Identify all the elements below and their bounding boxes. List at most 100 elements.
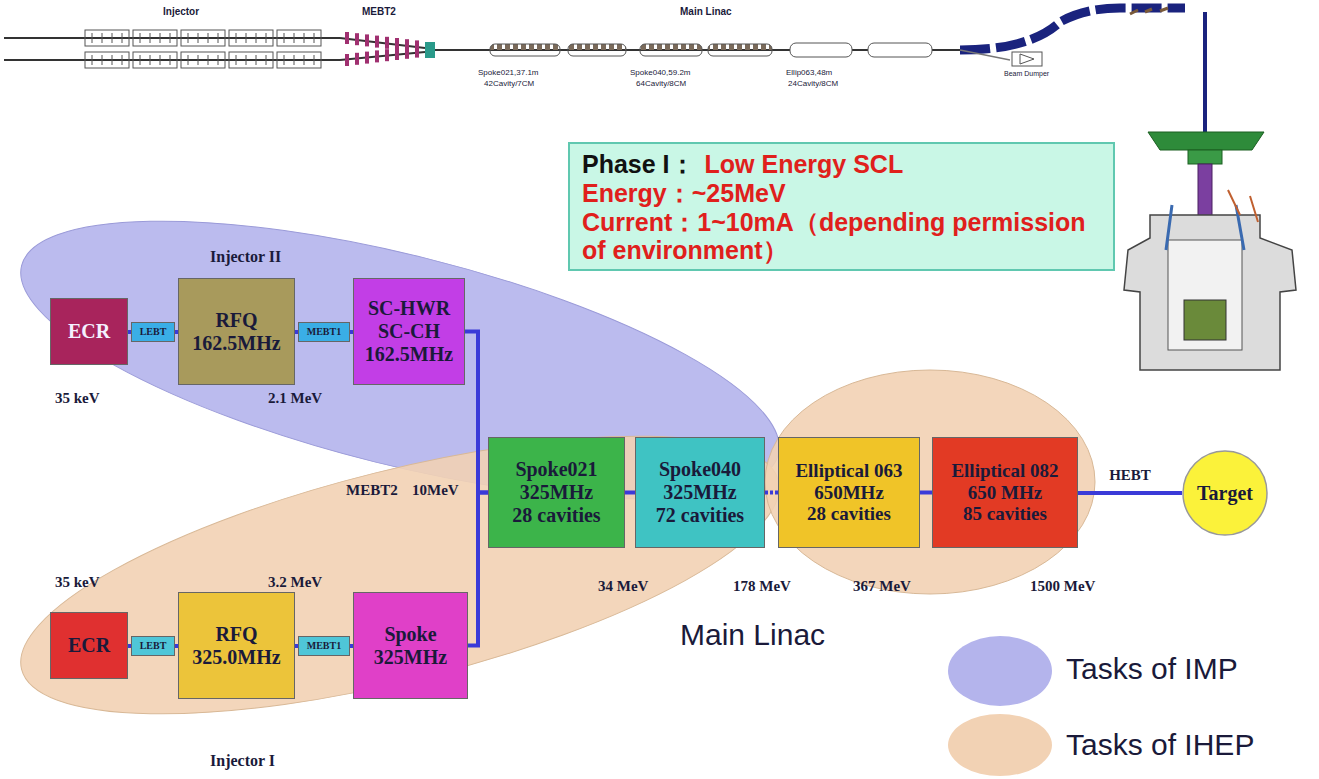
linac-layout <box>405 47 409 59</box>
beam-line <box>765 491 778 495</box>
box-text: Elliptical 082 <box>951 460 1058 482</box>
linac-layout <box>92 55 93 65</box>
box-text: MEBT1 <box>307 640 341 652</box>
linac-layout <box>345 54 349 66</box>
linac-layout <box>375 36 379 48</box>
box-text: SC-CH <box>378 320 440 343</box>
linac-layout <box>112 55 113 65</box>
linac-layout <box>868 43 932 57</box>
linac-layout <box>345 32 349 44</box>
ihep-region <box>0 379 804 771</box>
linac-layout <box>208 55 209 65</box>
linac-layout <box>1203 12 1207 135</box>
beam-line <box>625 491 635 495</box>
box-text: LEBT <box>140 326 167 338</box>
box-text: 85 cavities <box>963 503 1047 525</box>
linac-layout <box>790 43 852 57</box>
linac-layout <box>385 49 389 61</box>
spoke-box: Spoke325MHz <box>353 592 468 699</box>
reactor-illustration <box>1184 300 1226 340</box>
linac-layout <box>294 33 295 43</box>
energy-label: 35 keV <box>55 574 100 591</box>
linac-layout <box>218 55 219 65</box>
legend-text: Tasks of IMP <box>1066 652 1238 686</box>
linac-layout <box>170 55 171 65</box>
linac-layout <box>375 50 379 62</box>
box-text: Spoke040 <box>659 458 741 481</box>
box-text: 325MHz <box>520 481 593 504</box>
linac-layout <box>365 52 369 64</box>
linac-layout <box>102 55 103 65</box>
linac-layout <box>1130 8 1168 14</box>
reactor-illustration <box>1188 150 1222 164</box>
linac-layout <box>266 55 267 65</box>
linac-layout <box>140 33 141 43</box>
linac-layout <box>960 50 1010 60</box>
box-text: Energy：~25MeV <box>582 179 1101 208</box>
box-text: Target <box>1197 482 1253 505</box>
linac-layout <box>277 52 321 68</box>
energy-label: 34 MeV <box>598 578 648 595</box>
phase-box: Phase I：Low Energy SCLEnergy：~25MeVCurre… <box>568 142 1115 271</box>
box-text: 650MHz <box>814 482 884 504</box>
box-text: ECR <box>68 634 110 657</box>
linac-layout <box>229 30 273 46</box>
target-shape <box>1183 451 1267 535</box>
linac-layout <box>4 8 1205 135</box>
linac-layout <box>229 52 273 68</box>
linac-layout <box>340 38 425 60</box>
linac-layout <box>150 33 151 43</box>
box-text: Current：1~10mA（depending permission of e… <box>582 208 1101 266</box>
linac-layout <box>236 55 237 65</box>
layout-caption: MEBT2 <box>362 6 396 17</box>
reactor-illustration <box>1148 132 1264 150</box>
box-text: 325.0MHz <box>192 646 280 669</box>
linac-layout <box>425 42 435 58</box>
beam-line <box>468 493 488 646</box>
linac-layout <box>92 33 93 43</box>
linac-layout <box>198 33 199 43</box>
linac-layout <box>304 33 305 43</box>
target-circle: Target <box>1182 450 1268 536</box>
linac-section-box: Elliptical 082650 MHz85 cavities <box>932 437 1078 548</box>
linac-layout <box>170 33 171 43</box>
box-text: 325MHz <box>663 481 736 504</box>
layout-caption: Beam Dumper <box>1004 70 1049 77</box>
linac-layout <box>1020 54 1034 64</box>
reactor-illustration <box>1124 215 1296 370</box>
box-text: ECR <box>68 320 110 343</box>
edge-label: HEBT <box>1107 467 1153 484</box>
layout-caption: Main Linac <box>680 6 732 17</box>
energy-label: MEBT2 <box>346 482 398 499</box>
linac-layout <box>85 30 129 46</box>
linac-layout <box>256 33 257 43</box>
linac-layout <box>294 55 295 65</box>
box-text: LEBT <box>140 640 167 652</box>
mebt1-box: MEBT1 <box>298 322 350 342</box>
reactor-illustration <box>1168 240 1242 350</box>
linac-layout <box>277 30 321 46</box>
linac-layout <box>415 46 419 58</box>
layout-caption: Injector <box>163 6 199 17</box>
linac-layout <box>246 33 247 43</box>
linac-layout <box>365 34 369 46</box>
linac-layout <box>960 8 1185 50</box>
layout-caption: 64Cavity/8CM <box>636 79 686 88</box>
beam-line <box>920 491 932 495</box>
linac-layout <box>112 33 113 43</box>
energy-label: Injector II <box>210 248 281 266</box>
linac-section-box: Elliptical 063650MHz28 cavities <box>778 437 920 548</box>
layout-caption: 24Cavity/8CM <box>788 79 838 88</box>
linac-layout <box>284 55 285 65</box>
legend-swatch <box>948 636 1052 706</box>
box-text: 325MHz <box>374 646 447 669</box>
linac-layout <box>284 33 285 43</box>
mebt1-box: MEBT1 <box>298 636 350 656</box>
box-text: Spoke021 <box>515 458 597 481</box>
linac-layout <box>140 55 141 65</box>
box-text: 650 MHz <box>968 482 1042 504</box>
box-text: 28 cavities <box>512 504 600 527</box>
linac-layout <box>236 33 237 43</box>
linac-layout <box>4 37 340 39</box>
linac-layout <box>208 33 209 43</box>
